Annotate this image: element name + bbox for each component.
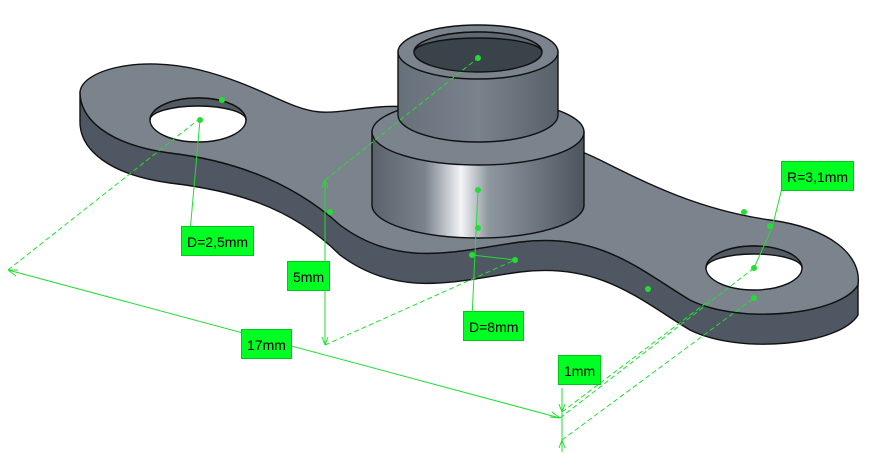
length-arrow-right <box>549 411 561 419</box>
point <box>475 225 481 231</box>
point <box>475 187 481 193</box>
point <box>469 252 475 258</box>
part-model[interactable] <box>79 24 859 345</box>
right-hole-wall <box>705 245 803 269</box>
point <box>741 209 747 215</box>
dim-label-boss-height[interactable]: 5mm <box>287 261 331 291</box>
point <box>475 55 481 61</box>
left-hole-wall <box>149 97 247 121</box>
upper-boss-bore-wall <box>413 31 543 53</box>
dim-label-boss-diameter[interactable]: D=8mm <box>463 311 525 341</box>
height-ext-top <box>324 57 479 181</box>
point <box>327 209 333 215</box>
dimension-lines <box>7 57 785 452</box>
thickness-ext-top <box>561 299 711 413</box>
thickness-arrow <box>558 403 566 449</box>
dimension-points <box>197 55 773 301</box>
height-arrow <box>321 179 329 346</box>
dim-label-overall-length[interactable]: 17mm <box>241 329 292 359</box>
dim-label-end-radius[interactable]: R=3,1mm <box>781 161 855 191</box>
point <box>751 295 757 301</box>
height-ext-bottom <box>324 259 516 346</box>
point <box>767 223 773 229</box>
point <box>512 257 518 263</box>
point <box>197 117 203 123</box>
length-ext-right <box>559 267 755 419</box>
boss-diameter-ext <box>471 254 516 261</box>
point <box>219 97 225 103</box>
length-arrow-left <box>7 269 18 277</box>
point <box>645 286 651 292</box>
dim-label-plate-thickness[interactable]: 1mm <box>558 355 602 385</box>
length-ext-left <box>7 119 199 271</box>
dim-label-small-hole[interactable]: D=2,5mm <box>181 226 255 256</box>
boss-diameter-leader <box>471 189 479 319</box>
point <box>751 265 757 271</box>
